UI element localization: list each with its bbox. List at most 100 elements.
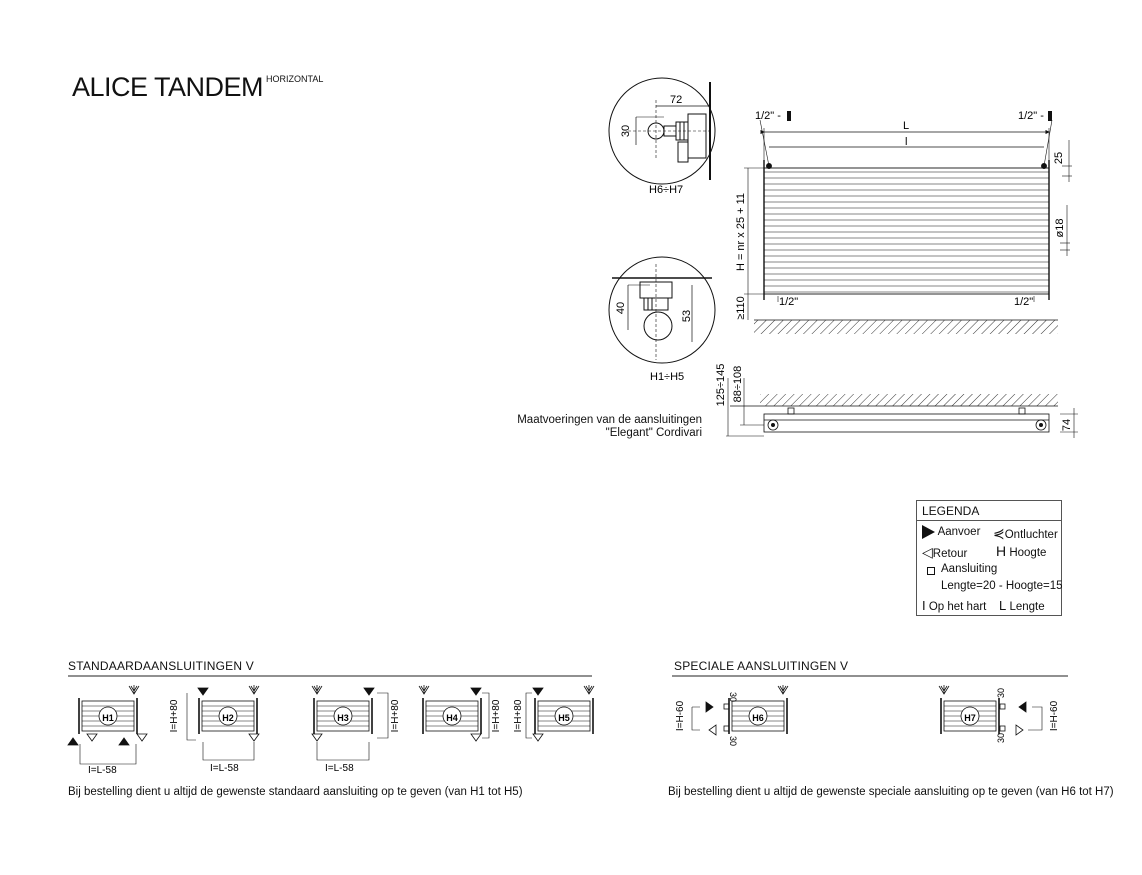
caption-line-2: "Elegant" Cordivari (605, 427, 702, 439)
dim-h80-h4: I=H+80 (491, 699, 502, 732)
h6-conn-square-top (723, 703, 730, 710)
special-section-title: SPECIALE AANSLUITINGEN V (674, 659, 849, 673)
vent-icon (938, 685, 950, 695)
dim-40: 40 (615, 302, 627, 314)
standard-note: Bij bestelling dient u altijd de gewenst… (68, 786, 523, 798)
h7-conn-square-top (999, 703, 1006, 710)
special-connection-diagrams (691, 685, 1043, 736)
return-icon (136, 733, 148, 742)
connector-icon-left (787, 111, 791, 121)
legend-aansluiting-label: Aansluiting (941, 563, 998, 575)
legend-hart-symbol: I (922, 598, 926, 613)
detail-circle-bottom (608, 256, 716, 364)
legend-hoogte-symbol: H (996, 543, 1007, 559)
title-text: ALICE TANDEM (72, 72, 264, 102)
h6-circle (748, 706, 768, 726)
supply-icon (363, 687, 375, 696)
dim-l58-h2: I=L-58 (210, 763, 239, 774)
return-icon (248, 733, 260, 742)
dim-l58-h3: I=L-58 (325, 763, 354, 774)
conn-label-h3: H3 (337, 713, 349, 723)
h5-circle (554, 706, 574, 726)
legend-divider (917, 520, 1061, 521)
supply-icon (118, 737, 130, 746)
connector-icon-right (1048, 111, 1052, 121)
vent-icon (128, 685, 140, 695)
legend-item-hart: I Op het hart (922, 598, 986, 613)
conn-label-h6: H6 (752, 713, 764, 723)
dim-h80-h5: I=H+80 (513, 699, 524, 732)
bottom-conn-right: 1/2" (1014, 296, 1033, 308)
dim-30-h6-top: 30 (728, 692, 738, 702)
dim-l: l (905, 136, 907, 148)
title-superscript: HORIZONTAL (266, 74, 324, 84)
legend-item-retour: ◁Retour (922, 544, 967, 561)
dim-30-h7-top: 30 (996, 688, 1006, 698)
legend-hoogte-label: Hoogte (1009, 547, 1047, 559)
radiator-tubes (764, 171, 1049, 293)
return-icon (532, 733, 544, 742)
conn-label-right: 1/2" - (1018, 110, 1044, 122)
conn-label-h2: H2 (222, 713, 234, 723)
dim-L: L (903, 120, 909, 132)
h7-circle (960, 706, 980, 726)
detail-top-label: H6÷H7 (649, 184, 683, 196)
connections-caption: Maatvoeringen van de aansluitingen "Eleg… (480, 414, 702, 439)
return-icon (311, 733, 323, 742)
detail-circle-top (608, 77, 716, 185)
floor-hatch (754, 320, 1058, 334)
h2-circle (218, 706, 238, 726)
dim-72: 72 (670, 94, 682, 106)
bottom-conn-left: 1/2" (779, 296, 798, 308)
legend-box: LEGENDA Aanvoer ⋞Ontluchter ◁Retour H Ho… (916, 500, 1063, 616)
return-icon (86, 733, 98, 742)
legend-ontluchter-label: Ontluchter (1004, 529, 1058, 541)
return-icon (1015, 724, 1024, 736)
dim-h80-h2: I=H+80 (169, 699, 180, 732)
h2-dim-left (186, 693, 196, 741)
dim-30-h6-bottom: 30 (728, 736, 738, 746)
conn-label-h5: H5 (558, 713, 570, 723)
dim-25: 25 (1053, 152, 1065, 164)
vent-icon (583, 685, 595, 695)
vent-icon (248, 685, 260, 695)
dim-30-top: 30 (620, 125, 632, 137)
dim-53: 53 (681, 310, 693, 322)
legend-retour-label: Retour (932, 548, 968, 560)
supply-icon (705, 701, 714, 713)
return-icon (708, 724, 717, 736)
conn-label-left: 1/2" - (755, 110, 781, 122)
legend-item-hoogte: H Hoogte (996, 543, 1046, 559)
h7-conn-square-bottom (999, 725, 1006, 732)
special-note: Bij bestelling dient u altijd de gewenst… (668, 786, 1114, 798)
h5-dim-left (525, 692, 532, 739)
h3-dim-right (377, 692, 389, 739)
conn-label-h4: H4 (446, 713, 458, 723)
supply-icon (922, 525, 935, 539)
vent-icon (777, 685, 789, 695)
radiator-front-view (744, 119, 1072, 321)
h6-dim-left (691, 706, 700, 731)
dim-74: 74 (1061, 419, 1073, 431)
detail-bottom-label: H1÷H5 (650, 371, 684, 383)
return-icon: ◁ (922, 544, 933, 560)
dim-110: ≥110 (735, 296, 747, 320)
legend-lengte-symbol: L (999, 598, 1007, 613)
vent-icon: ⋞ (993, 525, 1005, 541)
dim-h80-h3: I=H+80 (390, 699, 401, 732)
dim-h60-h7: I=H-60 (1049, 700, 1060, 731)
legend-item-lengte: L Lengte (999, 598, 1045, 613)
h4-dim-right (482, 692, 490, 739)
radiator-side-view (726, 378, 1078, 438)
conn-label-h7: H7 (964, 713, 976, 723)
h6-conn-square-bottom (723, 725, 730, 732)
supply-icon (532, 687, 544, 696)
vent-icon (311, 685, 323, 695)
dim-30-h7-bottom: 30 (996, 733, 1006, 743)
dim-125-145: 125÷145 (715, 364, 727, 407)
dim-l58-h1: I=L-58 (88, 765, 117, 776)
legend-lengte-label: Lengte (1009, 601, 1045, 613)
connection-square-icon (927, 566, 935, 578)
